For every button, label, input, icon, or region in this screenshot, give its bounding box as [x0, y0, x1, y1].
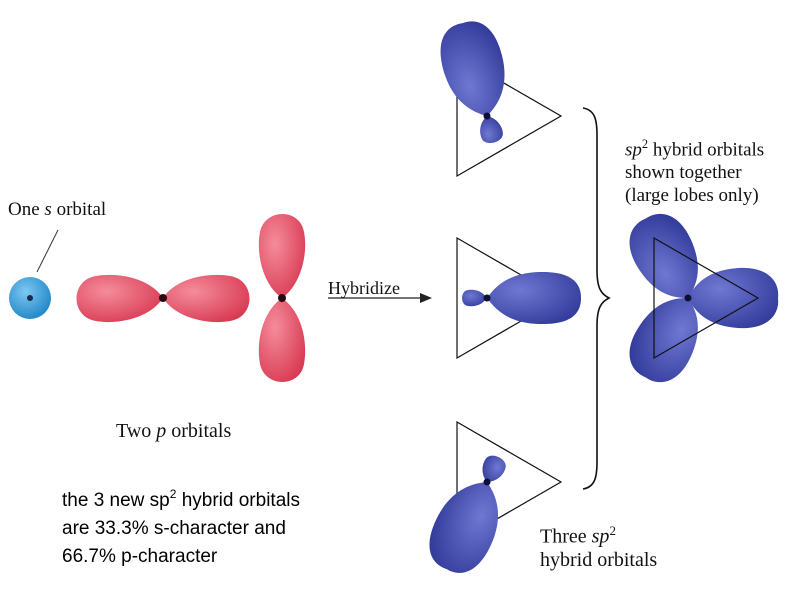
p-lobe-left — [76, 274, 163, 323]
s-leader-line — [36, 229, 59, 273]
label-one-s-orbital: One s orbital — [8, 199, 107, 220]
p-lobe-bottom — [258, 298, 306, 382]
note-sp2-character: the 3 new sp2 hybrid orbitals are 33.3% … — [62, 487, 300, 567]
p-orbital-vertical — [258, 214, 306, 382]
p-orbital-horizontal — [76, 274, 250, 323]
label-hybridize: Hybridize — [328, 278, 400, 298]
s-nucleus — [27, 295, 33, 301]
sp2-orbital-3 — [429, 420, 563, 573]
s-orbital — [9, 229, 59, 319]
label-three-sp2-hybrid-orbitals: Three sp2 hybrid orbitals — [540, 523, 658, 571]
hybridize-arrow — [328, 293, 432, 303]
label-sp2-shown-together: sp2 hybrid orbitals shown together (larg… — [625, 137, 765, 207]
p-lobe-top — [258, 214, 306, 298]
p-nucleus — [159, 294, 167, 302]
curly-brace — [582, 107, 611, 490]
label-two-p-orbitals: Two p orbitals — [116, 420, 232, 442]
sp2-orbitals-combined — [629, 213, 779, 383]
p-nucleus-2 — [278, 294, 286, 302]
sp2-orbital-2 — [456, 236, 581, 360]
sp2-orbital-1 — [440, 21, 563, 178]
p-lobe-right — [163, 274, 250, 323]
